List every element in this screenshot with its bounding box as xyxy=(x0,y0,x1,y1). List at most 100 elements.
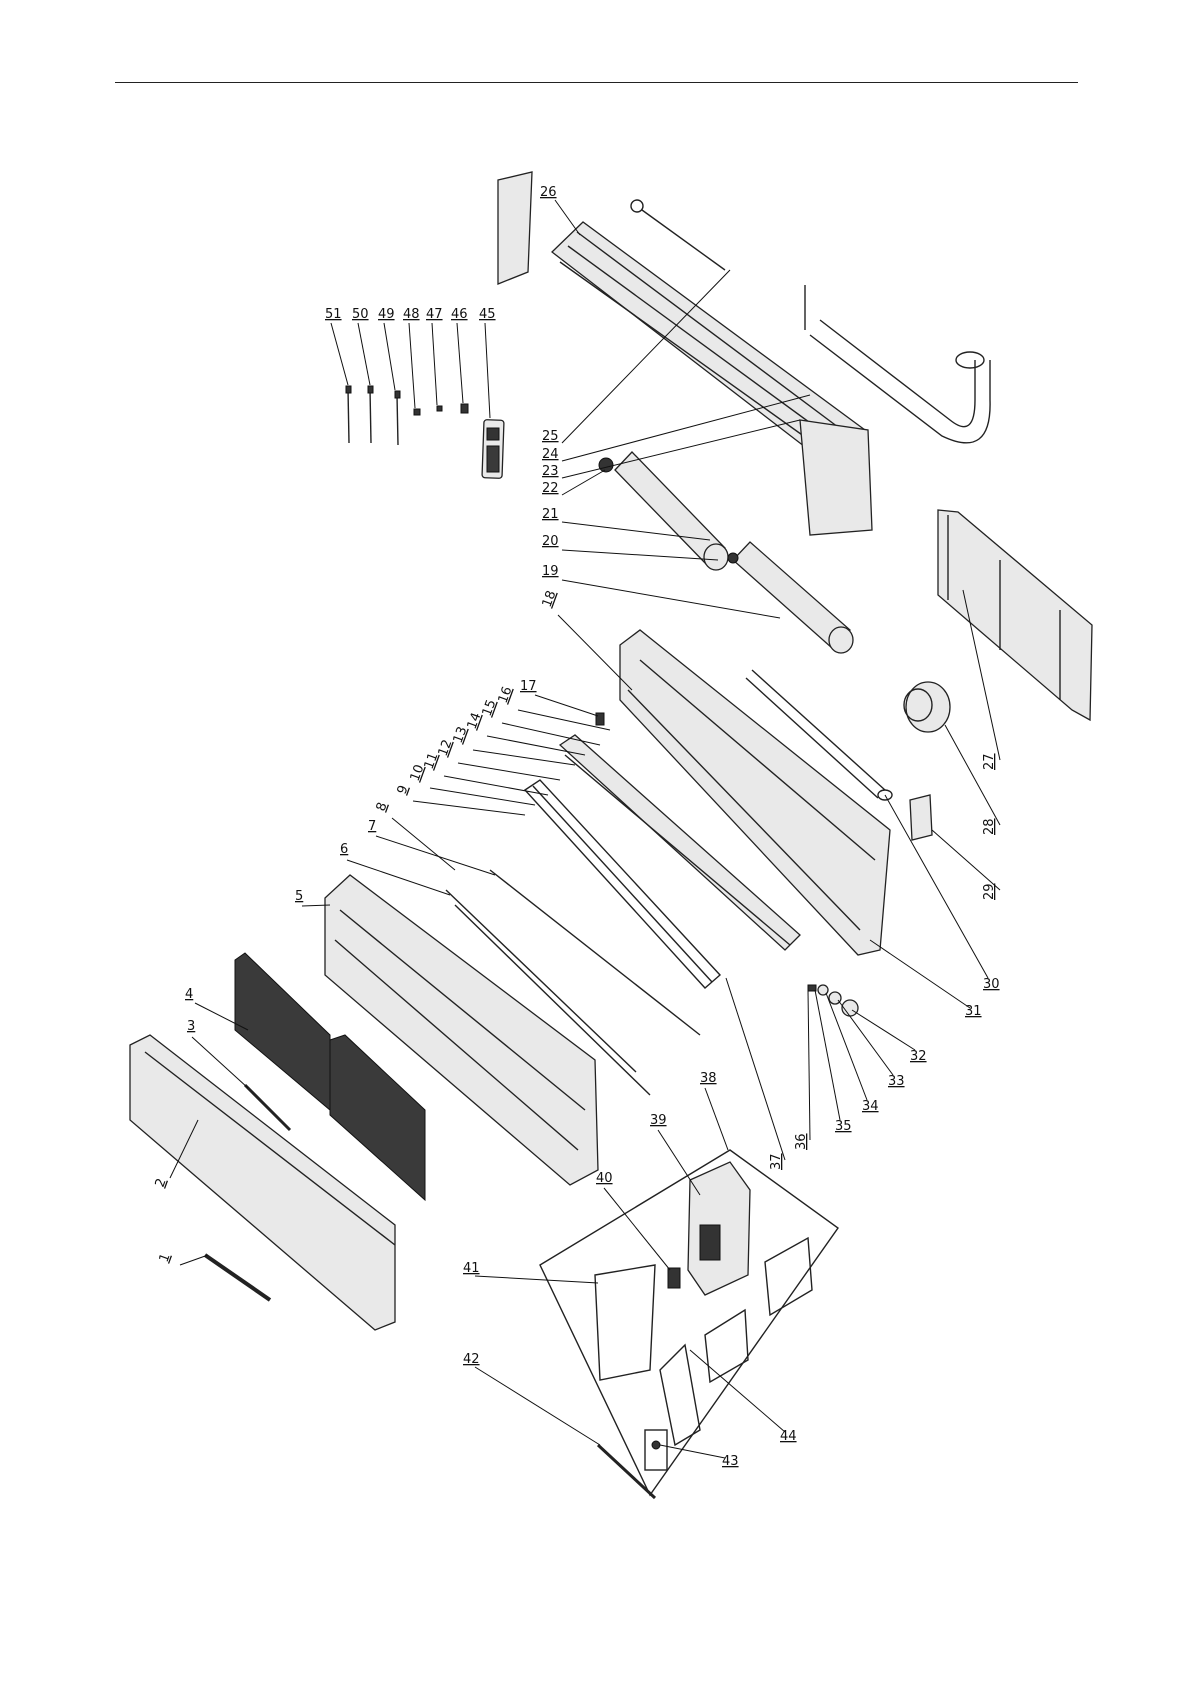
callout-leader-41 xyxy=(475,1276,598,1283)
callout-leader-47 xyxy=(432,323,437,405)
callout-label-6: 6 xyxy=(340,842,348,857)
callout-leader-42 xyxy=(475,1367,600,1445)
callout-38: 38 xyxy=(700,1071,728,1150)
callout-label-20: 20 xyxy=(542,534,559,549)
callout-leader-39 xyxy=(658,1130,700,1195)
callout-label-43: 43 xyxy=(722,1454,739,1469)
callout-leader-13 xyxy=(473,750,575,765)
callout-label-16: 16 xyxy=(496,685,516,706)
callout-leader-26 xyxy=(555,200,580,235)
callout-11: 11 xyxy=(422,751,548,795)
callout-label-48: 48 xyxy=(403,307,420,322)
callout-label-8: 8 xyxy=(374,800,391,813)
callout-43: 43 xyxy=(660,1445,739,1469)
callout-label-29: 29 xyxy=(982,883,997,900)
callout-50: 50 xyxy=(352,307,370,385)
callout-label-45: 45 xyxy=(479,307,496,322)
callout-leader-12 xyxy=(458,763,560,780)
callout-9: 9 xyxy=(395,783,525,815)
remote-controller xyxy=(482,420,504,479)
callout-40: 40 xyxy=(596,1171,670,1270)
callout-leader-43 xyxy=(660,1445,725,1458)
callout-label-41: 41 xyxy=(463,1261,480,1276)
callout-41: 41 xyxy=(463,1261,598,1283)
callout-label-22: 22 xyxy=(542,481,559,496)
callout-23: 23 xyxy=(542,420,800,479)
callout-label-3: 3 xyxy=(187,1019,195,1034)
callout-leader-46 xyxy=(457,323,463,403)
callout-label-1: 1 xyxy=(157,1251,174,1264)
callout-label-7: 7 xyxy=(368,819,376,834)
callout-leader-48 xyxy=(409,323,415,408)
callout-leader-45 xyxy=(485,323,490,418)
callout-44: 44 xyxy=(690,1350,797,1444)
callout-1: 1 xyxy=(157,1251,208,1265)
callout-leader-32 xyxy=(852,1010,915,1050)
callout-leader-9 xyxy=(413,801,525,815)
callout-leader-23 xyxy=(562,420,800,478)
callout-leader-29 xyxy=(932,830,1000,890)
callout-label-36: 36 xyxy=(794,1133,809,1150)
callout-label-49: 49 xyxy=(378,307,395,322)
callout-label-33: 33 xyxy=(888,1074,905,1089)
callout-label-24: 24 xyxy=(542,447,559,462)
callout-label-25: 25 xyxy=(542,429,559,444)
callout-label-30: 30 xyxy=(983,977,1000,992)
callout-leader-40 xyxy=(604,1188,670,1270)
callout-label-26: 26 xyxy=(540,185,557,200)
callout-leader-33 xyxy=(838,1000,893,1075)
callout-31: 31 xyxy=(870,940,982,1019)
wall-mounting-plate xyxy=(938,510,1092,720)
callout-label-27: 27 xyxy=(982,753,997,770)
fan-motor xyxy=(904,682,950,732)
callout-7: 7 xyxy=(368,819,495,875)
terminal-block xyxy=(668,1268,680,1288)
callout-label-34: 34 xyxy=(862,1099,879,1114)
callout-label-9: 9 xyxy=(395,783,412,796)
callout-label-37: 37 xyxy=(769,1153,784,1170)
screw xyxy=(596,713,604,725)
callout-label-51: 51 xyxy=(325,307,342,322)
callout-label-18: 18 xyxy=(540,589,560,610)
callout-label-50: 50 xyxy=(352,307,369,322)
callout-label-44: 44 xyxy=(780,1429,797,1444)
callout-leader-51 xyxy=(331,323,348,385)
callout-33: 33 xyxy=(838,1000,905,1089)
vertical-louvres xyxy=(525,780,720,988)
callout-label-2: 2 xyxy=(153,1176,170,1189)
callout-label-39: 39 xyxy=(650,1113,667,1128)
callout-18: 18 xyxy=(540,589,632,690)
callout-48: 48 xyxy=(403,307,420,408)
callout-42: 42 xyxy=(463,1352,600,1445)
callout-label-32: 32 xyxy=(910,1049,927,1064)
motor-clamp xyxy=(910,795,932,840)
callout-leader-7 xyxy=(376,836,495,875)
callout-47: 47 xyxy=(426,307,443,405)
callout-8: 8 xyxy=(374,800,455,870)
callout-label-28: 28 xyxy=(982,818,997,835)
callout-label-5: 5 xyxy=(295,889,303,904)
callout-36: 36 xyxy=(794,990,810,1150)
callout-32: 32 xyxy=(852,1010,927,1064)
callout-leader-19 xyxy=(562,580,780,618)
callout-leader-37 xyxy=(726,978,785,1160)
callout-label-17: 17 xyxy=(520,679,537,694)
callout-label-38: 38 xyxy=(700,1071,717,1086)
callout-label-42: 42 xyxy=(463,1352,480,1367)
callout-label-46: 46 xyxy=(451,307,468,322)
front-strip xyxy=(205,1255,270,1300)
callout-label-40: 40 xyxy=(596,1171,613,1186)
display-strip xyxy=(598,1445,655,1498)
small-fasteners xyxy=(346,386,468,445)
callout-12: 12 xyxy=(436,738,560,780)
callout-label-47: 47 xyxy=(426,307,443,322)
callout-51: 51 xyxy=(325,307,348,385)
callout-leader-1 xyxy=(180,1255,208,1265)
callout-label-4: 4 xyxy=(185,987,193,1002)
callout-45: 45 xyxy=(479,307,496,418)
callout-label-31: 31 xyxy=(965,1004,982,1019)
callout-49: 49 xyxy=(378,307,395,390)
callout-label-19: 19 xyxy=(542,564,559,579)
